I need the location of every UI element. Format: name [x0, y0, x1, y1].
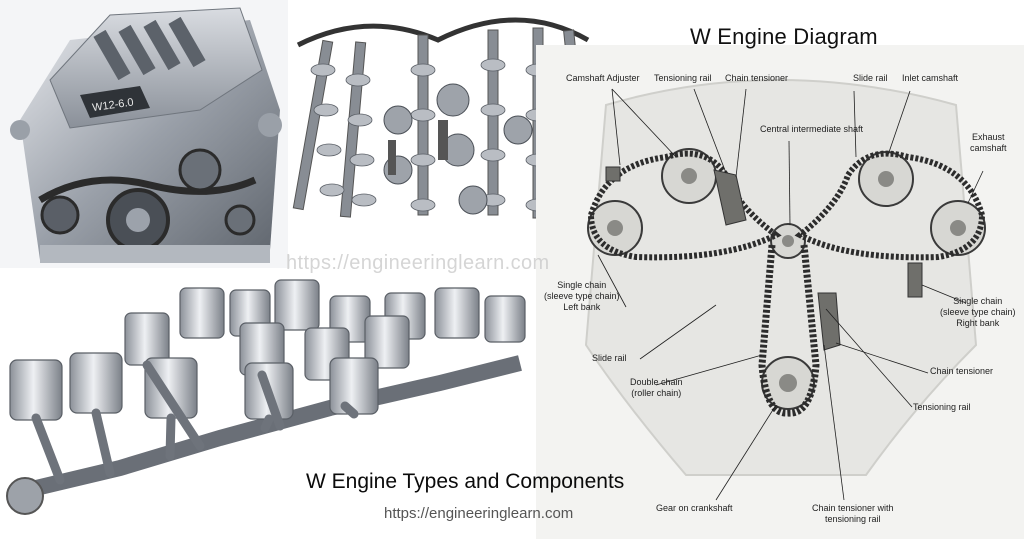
label-exhaust-camshaft: Exhaust camshaft: [970, 132, 1007, 154]
label-line: (sleeve type chain): [544, 291, 620, 301]
label-text: Gear on crankshaft: [656, 503, 733, 513]
pistons-crankshaft-image: [0, 268, 545, 539]
label-inlet-camshaft: Inlet camshaft: [902, 73, 958, 84]
label-line: Chain tensioner with: [812, 503, 894, 513]
label-single-chain-right: Single chain (sleeve type chain) Right b…: [940, 296, 1016, 329]
label-chain-tensioner-top: Chain tensioner: [725, 73, 788, 84]
label-text: Chain tensioner: [725, 73, 789, 83]
label-text: Camshaft Adjuster: [566, 73, 640, 83]
w12-engine-image: W12-6.0: [0, 0, 290, 272]
label-gear-on-crankshaft: Gear on crankshaft: [656, 503, 733, 514]
label-line: tensioning rail: [825, 514, 881, 524]
label-central-intermediate-shaft: Central intermediate shaft: [760, 124, 863, 135]
label-chain-tensioner-bottom: Chain tensioner with tensioning rail: [812, 503, 894, 525]
label-line: Double chain: [630, 377, 683, 387]
label-line: Exhaust: [971, 132, 1005, 142]
label-slide-rail-left: Slide rail: [592, 353, 627, 364]
label-text: Central intermediate shaft: [760, 124, 864, 134]
label-line: Single chain: [953, 296, 1003, 306]
label-line: Right bank: [956, 318, 1000, 328]
label-line: Single chain: [557, 280, 607, 290]
label-tensioning-rail-top: Tensioning rail: [654, 73, 712, 84]
w-engine-diagram-figure: [536, 45, 1024, 539]
label-camshaft-adjuster: Camshaft Adjuster: [566, 73, 640, 84]
diagram-title: W Engine Diagram: [690, 24, 878, 49]
source-url: https://engineeringlearn.com: [384, 505, 574, 522]
label-line: (sleeve type chain): [940, 307, 1016, 317]
label-text: Chain tensioner: [930, 366, 994, 376]
label-slide-rail-top: Slide rail: [853, 73, 888, 84]
watermark-url: https://engineeringlearn.com: [286, 252, 550, 274]
label-line: (roller chain): [631, 388, 682, 398]
label-double-chain: Double chain (roller chain): [630, 377, 683, 399]
label-line: camshaft: [970, 143, 1007, 153]
label-text: Tensioning rail: [654, 73, 712, 83]
label-single-chain-left: Single chain (sleeve type chain) Left ba…: [544, 280, 620, 313]
label-text: Slide rail: [853, 73, 888, 83]
label-chain-tensioner-right: Chain tensioner: [930, 366, 993, 377]
engine-badge-text: W12-6.0: [92, 96, 135, 114]
main-title: W Engine Types and Components: [306, 470, 625, 493]
label-text: Tensioning rail: [913, 402, 971, 412]
label-text: Inlet camshaft: [902, 73, 959, 83]
label-tensioning-rail-right: Tensioning rail: [913, 402, 971, 413]
label-text: Slide rail: [592, 353, 627, 363]
label-line: Left bank: [563, 302, 601, 312]
